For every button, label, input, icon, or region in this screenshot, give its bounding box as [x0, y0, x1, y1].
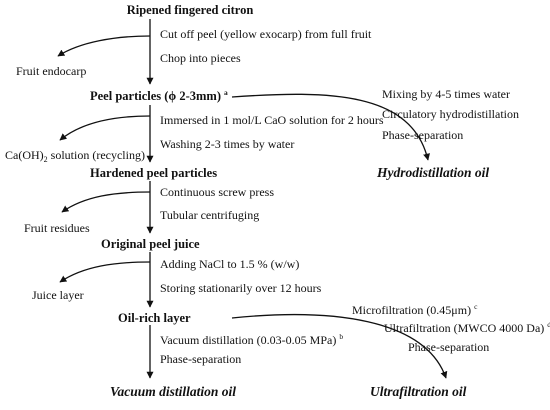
step-storing: Storing stationarily over 12 hours — [160, 281, 322, 295]
hydro-circulatory: Circulatory hydrodistillation — [382, 107, 519, 121]
arrow-to-hydrodistillation — [231, 93, 430, 161]
footnote-c: c — [474, 302, 478, 311]
uf-microfiltration: Microfiltration (0.45μm)c — [352, 302, 478, 317]
step-vacuum-distillation: Vacuum distillation (0.03-0.05 MPa)b — [160, 332, 343, 347]
side-caoh2: Ca(OH)2 solution (recycling) — [5, 148, 145, 164]
side-juice-layer: Juice layer — [32, 288, 84, 302]
hydro-mixing: Mixing by 4-5 times water — [382, 87, 510, 101]
step-adding-nacl: Adding NaCl to 1.5 % (w/w) — [160, 257, 299, 271]
arrow-to-fruit-residues — [61, 191, 151, 213]
arrow-to-juice-layer — [59, 261, 151, 283]
product-hydrodistillation-oil: Hydrodistillation oil — [376, 165, 489, 180]
node-original-juice: Original peel juice — [101, 237, 200, 251]
side-fruit-residues: Fruit residues — [24, 221, 90, 235]
hydro-phase-separation: Phase-separation — [382, 128, 463, 142]
footnote-a: a — [224, 88, 228, 97]
uf-ultrafiltration: Ultrafiltration (MWCO 4000 Da)d — [384, 320, 550, 335]
arrow-to-caoh2 — [59, 115, 151, 141]
uf-phase-separation: Phase-separation — [408, 340, 489, 354]
node-oil-rich-layer: Oil-rich layer — [118, 311, 191, 325]
arrow-to-ultrafiltration — [231, 314, 448, 379]
product-vacuum-distillation-oil: Vacuum distillation oil — [110, 384, 236, 399]
node-hardened-peel: Hardened peel particles — [90, 166, 217, 180]
step-washing: Washing 2-3 times by water — [160, 137, 294, 151]
product-ultrafiltration-oil: Ultrafiltration oil — [370, 384, 467, 399]
arrow-to-fruit-endocarp — [57, 35, 151, 57]
step-phase-separation: Phase-separation — [160, 352, 241, 366]
step-centrifuging: Tubular centrifuging — [160, 208, 259, 222]
step-screw-press: Continuous screw press — [160, 185, 274, 199]
node-peel-particles: Peel particles (ϕ 2-3mm)a — [90, 88, 228, 103]
node-ripened-citron: Ripened fingered citron — [127, 3, 254, 17]
side-fruit-endocarp: Fruit endocarp — [16, 64, 86, 78]
step-immersed: Immersed in 1 mol/L CaO solution for 2 h… — [160, 113, 384, 127]
step-cut-peel: Cut off peel (yellow exocarp) from full … — [160, 27, 372, 41]
footnote-b: b — [339, 332, 343, 341]
footnote-d: d — [547, 320, 550, 329]
step-chop: Chop into pieces — [160, 51, 241, 65]
